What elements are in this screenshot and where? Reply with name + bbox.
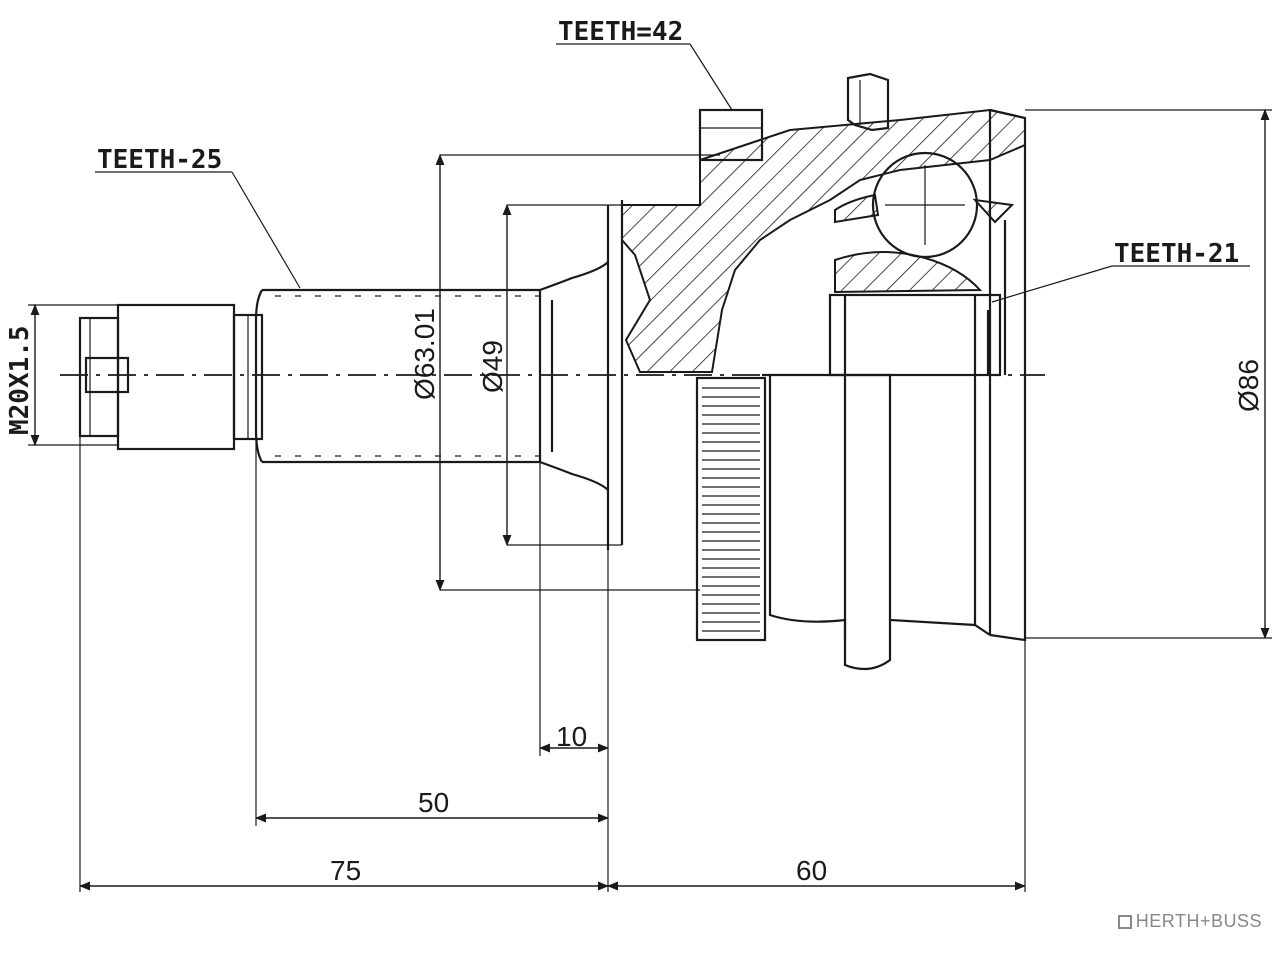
brand-name: HERTH+BUSS [1135, 911, 1262, 931]
label-dim-50: 50 [418, 787, 449, 818]
splined-shaft [254, 261, 609, 491]
brand-logo: HERTH+BUSS [1117, 911, 1262, 932]
brand-mark-icon [1117, 915, 1132, 929]
abs-ring [695, 376, 767, 642]
label-dia-49: Ø49 [477, 340, 508, 393]
outer-bell [606, 72, 1027, 671]
dim-dia-49 [502, 203, 622, 547]
label-teeth-25: TEETH-25 [97, 145, 222, 175]
label-teeth-42: TEETH=42 [558, 17, 683, 47]
label-dia-86: Ø86 [1233, 359, 1264, 412]
dim-horizontal [78, 436, 1027, 892]
label-dim-60: 60 [796, 855, 827, 886]
thread-stub [78, 303, 264, 451]
dim-dia-86 [1025, 108, 1272, 640]
leader-teeth-21 [991, 265, 1250, 303]
dim-thread [28, 303, 118, 447]
label-teeth-21: TEETH-21 [1114, 239, 1239, 269]
label-dim-75: 75 [330, 855, 361, 886]
leader-teeth-25 [95, 171, 301, 289]
leader-teeth-42 [556, 43, 733, 111]
label-dim-10: 10 [556, 721, 587, 752]
label-thread: M20X1.5 [5, 325, 35, 435]
dim-dia-63 [435, 153, 720, 592]
label-dia-63: Ø63.01 [409, 308, 440, 400]
